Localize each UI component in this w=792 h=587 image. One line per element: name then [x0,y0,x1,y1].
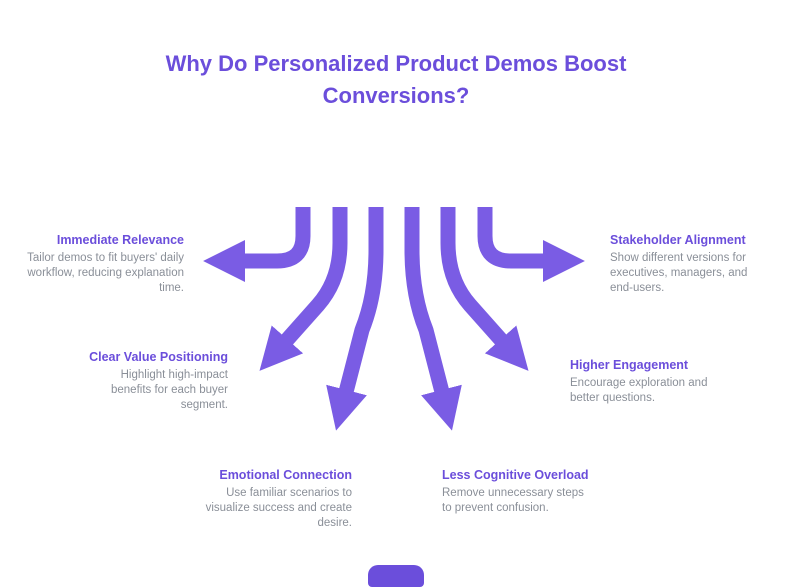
benefit-heading: Higher Engagement [570,358,689,372]
benefit-emotional-connection: Emotional Connection Use familiar scenar… [162,468,352,532]
benefit-body: Tailor demos to fit buyers' daily workfl… [27,252,184,295]
benefit-body: Encourage exploration and better questio… [570,377,708,405]
benefit-heading: Immediate Relevance [56,233,184,247]
benefit-heading: Stakeholder Alignment [610,233,746,247]
page-title: Why Do Personalized Product Demos Boost … [165,51,627,108]
arrow-down-right-icon [440,207,529,371]
arrow-down-icon [404,207,462,431]
benefit-less-cognitive-overload: Less Cognitive Overload Remove unnecessa… [442,468,632,516]
arrow-down-icon [326,207,384,431]
brand-logo [368,565,424,587]
benefit-body: Highlight high-impact benefits for each … [111,369,228,412]
benefit-body: Use familiar scenarios to visualize succ… [205,487,352,530]
benefit-heading: Emotional Connection [219,468,352,482]
benefit-stakeholder-alignment: Stakeholder Alignment Show different ver… [610,233,790,297]
benefit-clear-value-positioning: Clear Value Positioning Highlight high-i… [48,350,228,414]
arrow-down-left-icon [259,207,348,371]
benefit-body: Remove unnecessary steps to prevent conf… [442,487,584,515]
benefit-heading: Less Cognitive Overload [442,468,589,482]
arrow-left-icon [203,207,311,282]
benefit-immediate-relevance: Immediate Relevance Tailor demos to fit … [4,233,184,297]
benefit-heading: Clear Value Positioning [89,350,228,364]
benefit-higher-engagement: Higher Engagement Encourage exploration … [570,358,750,406]
benefit-body: Show different versions for executives, … [610,252,748,295]
arrow-right-icon [477,207,585,282]
